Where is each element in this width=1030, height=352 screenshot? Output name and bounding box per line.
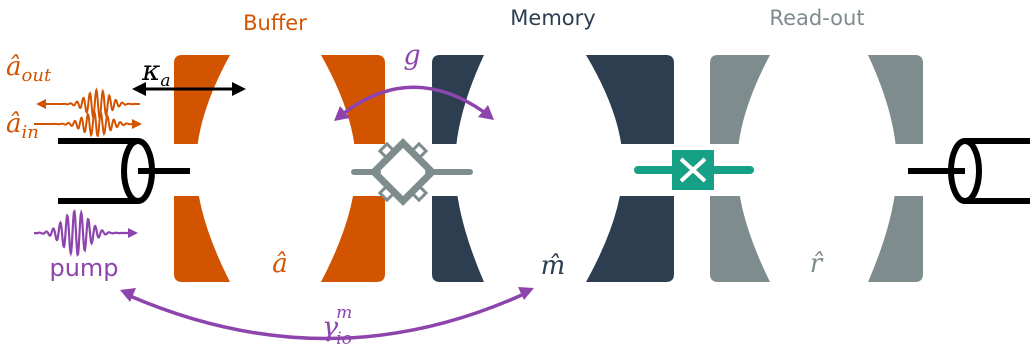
readout-cavity: [710, 55, 923, 282]
junction-icon: [634, 150, 754, 190]
output-arrowhead: [36, 99, 46, 109]
coax-left-icon: [58, 138, 190, 204]
memory-title: Memory: [510, 6, 595, 30]
readout-title: Read-out: [769, 6, 864, 30]
coax-right-icon: [908, 138, 1030, 204]
mode-m-label: m̂: [541, 251, 566, 281]
gamma-io-arc: [129, 292, 525, 341]
g-coupling-arc: [342, 85, 485, 115]
readout-right-wall: [868, 55, 923, 282]
mode-a-label: â: [272, 249, 288, 279]
kappa-arrow: [132, 82, 246, 96]
input-arrowhead: [132, 119, 142, 129]
buffer-right-wall: [321, 55, 385, 282]
memory-left-wall: [432, 55, 484, 282]
input-wavepacket-icon: [34, 109, 135, 138]
buffer-left-wall: [174, 55, 230, 282]
mode-r-label: r̂: [810, 249, 824, 279]
a-out-label: âout: [6, 52, 52, 86]
readout-left-wall: [710, 55, 770, 282]
pump-wavepacket-icon: [34, 209, 130, 257]
gamma-arrowhead-right: [518, 287, 534, 300]
g-arrowhead-left: [334, 106, 350, 121]
output-wavepacket-icon: [44, 87, 140, 121]
g-label: g: [403, 40, 420, 71]
gamma-arrowhead-left: [120, 288, 136, 302]
buffer-title: Buffer: [243, 11, 307, 35]
a-in-label: âin: [6, 109, 39, 143]
g-arrowhead-right: [478, 105, 494, 120]
buffer-cavity: [174, 55, 385, 282]
pump-label: pump: [49, 254, 118, 282]
kappa-label: κa: [141, 54, 171, 91]
pump-arrowhead: [128, 228, 138, 238]
snail-icon: [351, 138, 473, 206]
